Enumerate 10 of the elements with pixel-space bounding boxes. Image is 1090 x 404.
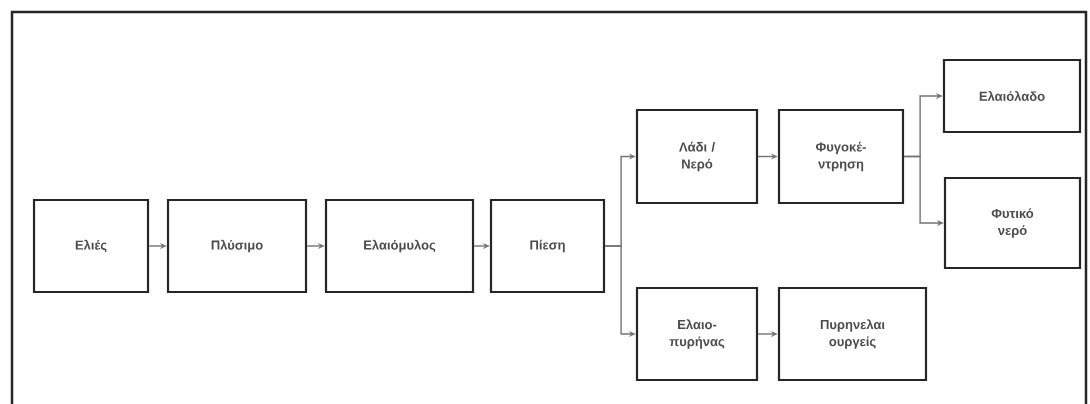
process-box: Ελιές [32, 198, 150, 294]
process-box: Πλύσιμο [166, 198, 308, 294]
process-box: Ελαιόλαδο [942, 58, 1082, 134]
process-box: Λάδι / Νερό [635, 108, 759, 205]
process-box: Πίεση [489, 198, 606, 294]
process-box: Ελαιο- πυρήνας [635, 286, 759, 382]
process-box: Φυτικό νερό [943, 176, 1082, 270]
process-box: Φυγοκέ- ντρηση [777, 108, 905, 205]
process-box: Ελαιόμυλος [324, 198, 475, 294]
process-box: Πυρηνελαι ουργείς [777, 286, 928, 382]
